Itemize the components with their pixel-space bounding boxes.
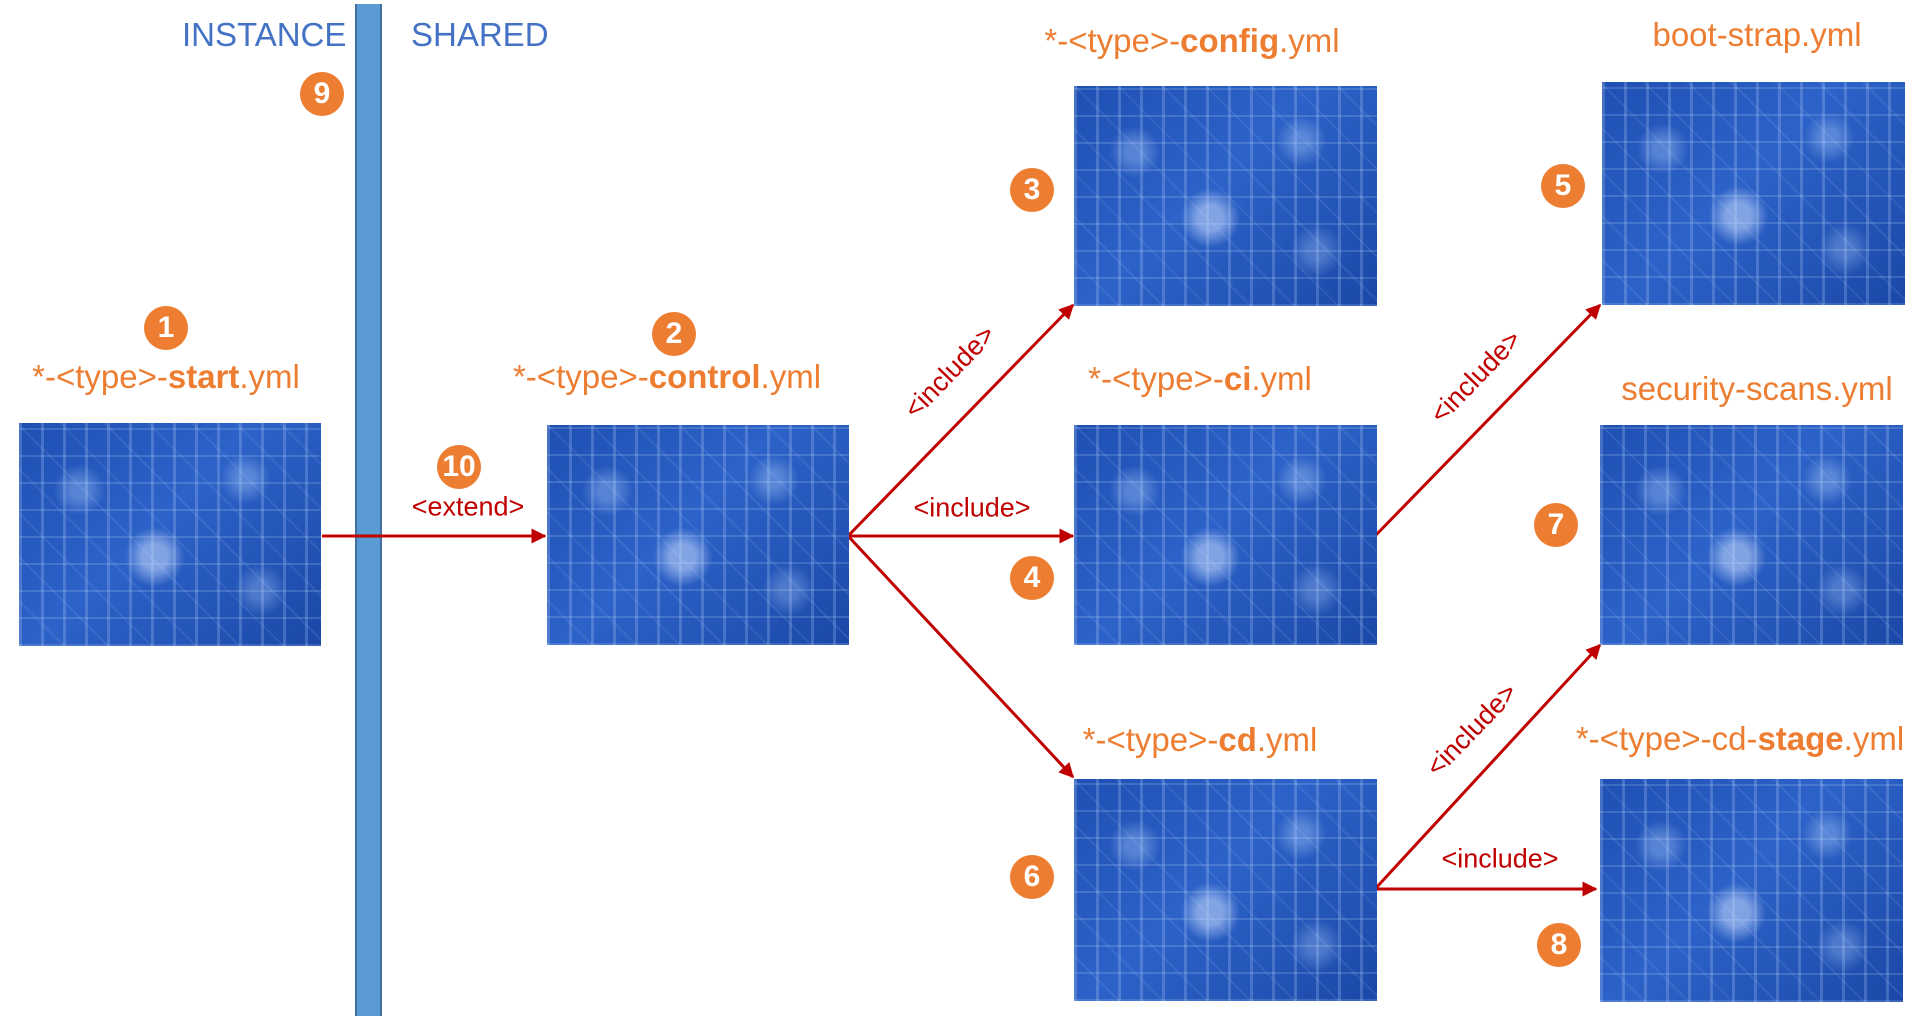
instance-label: INSTANCE <box>182 16 347 53</box>
node-security-badge: 7 <box>1534 503 1578 547</box>
node-ci-image <box>1074 425 1377 645</box>
edge-cd-security <box>1373 643 1602 891</box>
node-control-title: *-<type>-control.yml <box>512 358 822 395</box>
extend-badge: 10 <box>437 445 481 489</box>
edge-cd-cdstage-label: <include> <box>1441 843 1559 874</box>
edge-start-control-label: <extend> <box>411 491 525 522</box>
node-control-badge: 2 <box>652 312 696 356</box>
edge-control-ci-label: <include> <box>913 492 1031 523</box>
node-bootstrap-badge: 5 <box>1541 164 1585 208</box>
node-ci-badge: 4 <box>1010 556 1054 600</box>
node-cdstage-badge: 8 <box>1537 923 1581 967</box>
node-start-title: *-<type>-start.yml <box>32 358 300 395</box>
edge-control-config <box>846 303 1075 538</box>
node-start-badge: 1 <box>144 306 188 350</box>
edge-ci-bootstrap <box>1373 303 1602 538</box>
node-cd-image <box>1074 779 1377 1001</box>
node-ci-title: *-<type>-ci.yml <box>1088 360 1312 397</box>
edge-control-cd <box>846 534 1075 779</box>
instance-shared-divider <box>355 4 382 1016</box>
node-control-image <box>547 425 849 645</box>
node-config-badge: 3 <box>1010 168 1054 212</box>
node-bootstrap-image <box>1602 82 1905 305</box>
node-bootstrap-title: boot-strap.yml <box>1652 16 1862 53</box>
node-security-image <box>1600 425 1903 645</box>
node-cdstage-title: *-<type>-cd-stage.yml <box>1575 720 1905 757</box>
node-config-image <box>1074 86 1377 306</box>
node-cdstage-image <box>1600 779 1903 1002</box>
node-security-title: security-scans.yml <box>1621 370 1893 407</box>
node-cd-badge: 6 <box>1010 855 1054 899</box>
node-start-image <box>19 423 321 646</box>
shared-label: SHARED <box>411 16 549 53</box>
node-cd-title: *-<type>-cd.yml <box>1082 721 1318 758</box>
node-config-title: *-<type>-config.yml <box>1044 22 1340 59</box>
boundary-badge: 9 <box>300 72 344 116</box>
